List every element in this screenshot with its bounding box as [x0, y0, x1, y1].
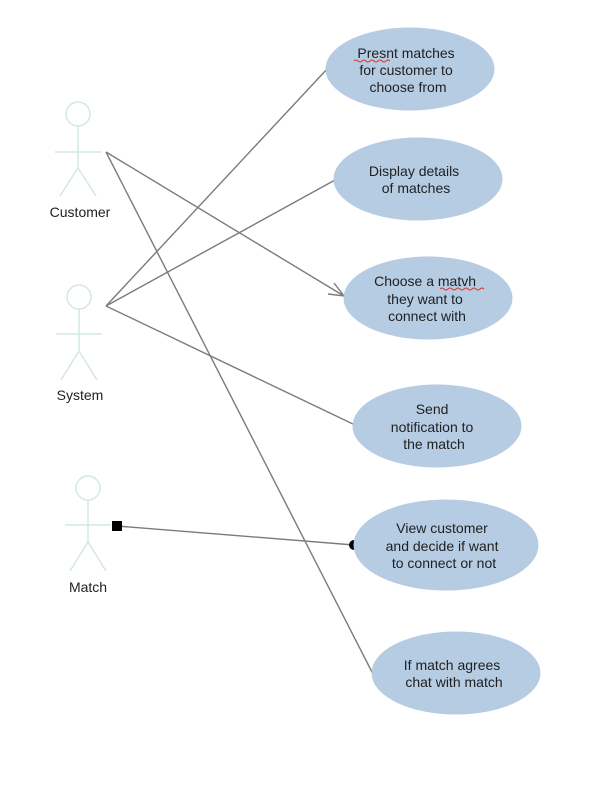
- use-case-line: for customer to: [359, 62, 453, 78]
- use-case-ellipse: [353, 499, 539, 591]
- use-case-text: Presnt matches for customer to choose fr…: [357, 45, 458, 95]
- use-case-present-matches: Presnt matches for customer to choose fr…: [325, 27, 495, 111]
- use-case-send-notification: Send notification to the match: [352, 384, 522, 468]
- use-case-ellipse: [371, 631, 541, 715]
- use-case-line: notification to: [391, 419, 474, 435]
- use-case-text: Send notification to the match: [391, 401, 477, 452]
- use-case-line: Choose a matvh: [374, 273, 476, 289]
- customer-to-chat-line: [105, 151, 375, 677]
- use-case-ellipse: [333, 137, 503, 221]
- system-to-display-details-line: [105, 179, 336, 307]
- actor-head: [75, 475, 101, 501]
- use-case-line: choose from: [369, 79, 446, 95]
- actor-label-customer: Customer: [50, 204, 111, 220]
- use-case-ellipse: [325, 27, 495, 111]
- use-case-line: to connect or not: [392, 555, 496, 571]
- use-case-line: View customer: [396, 520, 488, 536]
- use-case-line: If match agrees: [404, 657, 501, 673]
- actor-head: [66, 284, 92, 310]
- system-to-send-notification-line: [105, 305, 356, 426]
- actor-head: [65, 101, 91, 127]
- system-to-present-matches-line: [105, 67, 329, 307]
- use-case-choose-match: Choose a matvh they want to connect with: [343, 256, 513, 340]
- actor-label-system: System: [57, 387, 104, 403]
- connections: [105, 67, 375, 677]
- use-case-text: If match agrees chat with match: [404, 657, 504, 690]
- use-case-text: Display details of matches: [369, 163, 463, 196]
- actor-label-match: Match: [69, 579, 107, 595]
- actor-system: System: [56, 284, 104, 403]
- use-case-line: Presnt matches: [357, 45, 454, 61]
- use-case-line: they want to: [387, 291, 463, 307]
- actor-customer: Customer: [50, 101, 111, 220]
- use-case-line: the match: [403, 436, 464, 452]
- use-case-ellipse: [343, 256, 513, 340]
- use-case-line: of matches: [382, 180, 450, 196]
- use-case-text: Choose a matvh they want to connect with: [374, 273, 480, 324]
- spellcheck-underline: [439, 287, 485, 291]
- spellcheck-underline: [353, 59, 391, 63]
- use-case-display-details: Display details of matches: [333, 137, 503, 221]
- use-case-chat: If match agrees chat with match: [371, 631, 541, 715]
- use-case-line: chat with match: [405, 674, 502, 690]
- use-case-view-customer: View customer and decide if want to conn…: [353, 499, 539, 591]
- customer-to-choose-match-line: [105, 151, 345, 297]
- use-case-ellipse: [352, 384, 522, 468]
- use-case-text: View customer and decide if want to conn…: [386, 520, 503, 571]
- match-to-view-customer-line: [116, 525, 355, 546]
- filled-square-connector: [112, 521, 122, 531]
- use-case-line: Display details: [369, 163, 459, 179]
- actor-match: Match: [65, 475, 111, 595]
- use-case-line: Send: [416, 401, 449, 417]
- use-case-line: and decide if want: [386, 538, 499, 554]
- use-case-line: connect with: [388, 308, 466, 324]
